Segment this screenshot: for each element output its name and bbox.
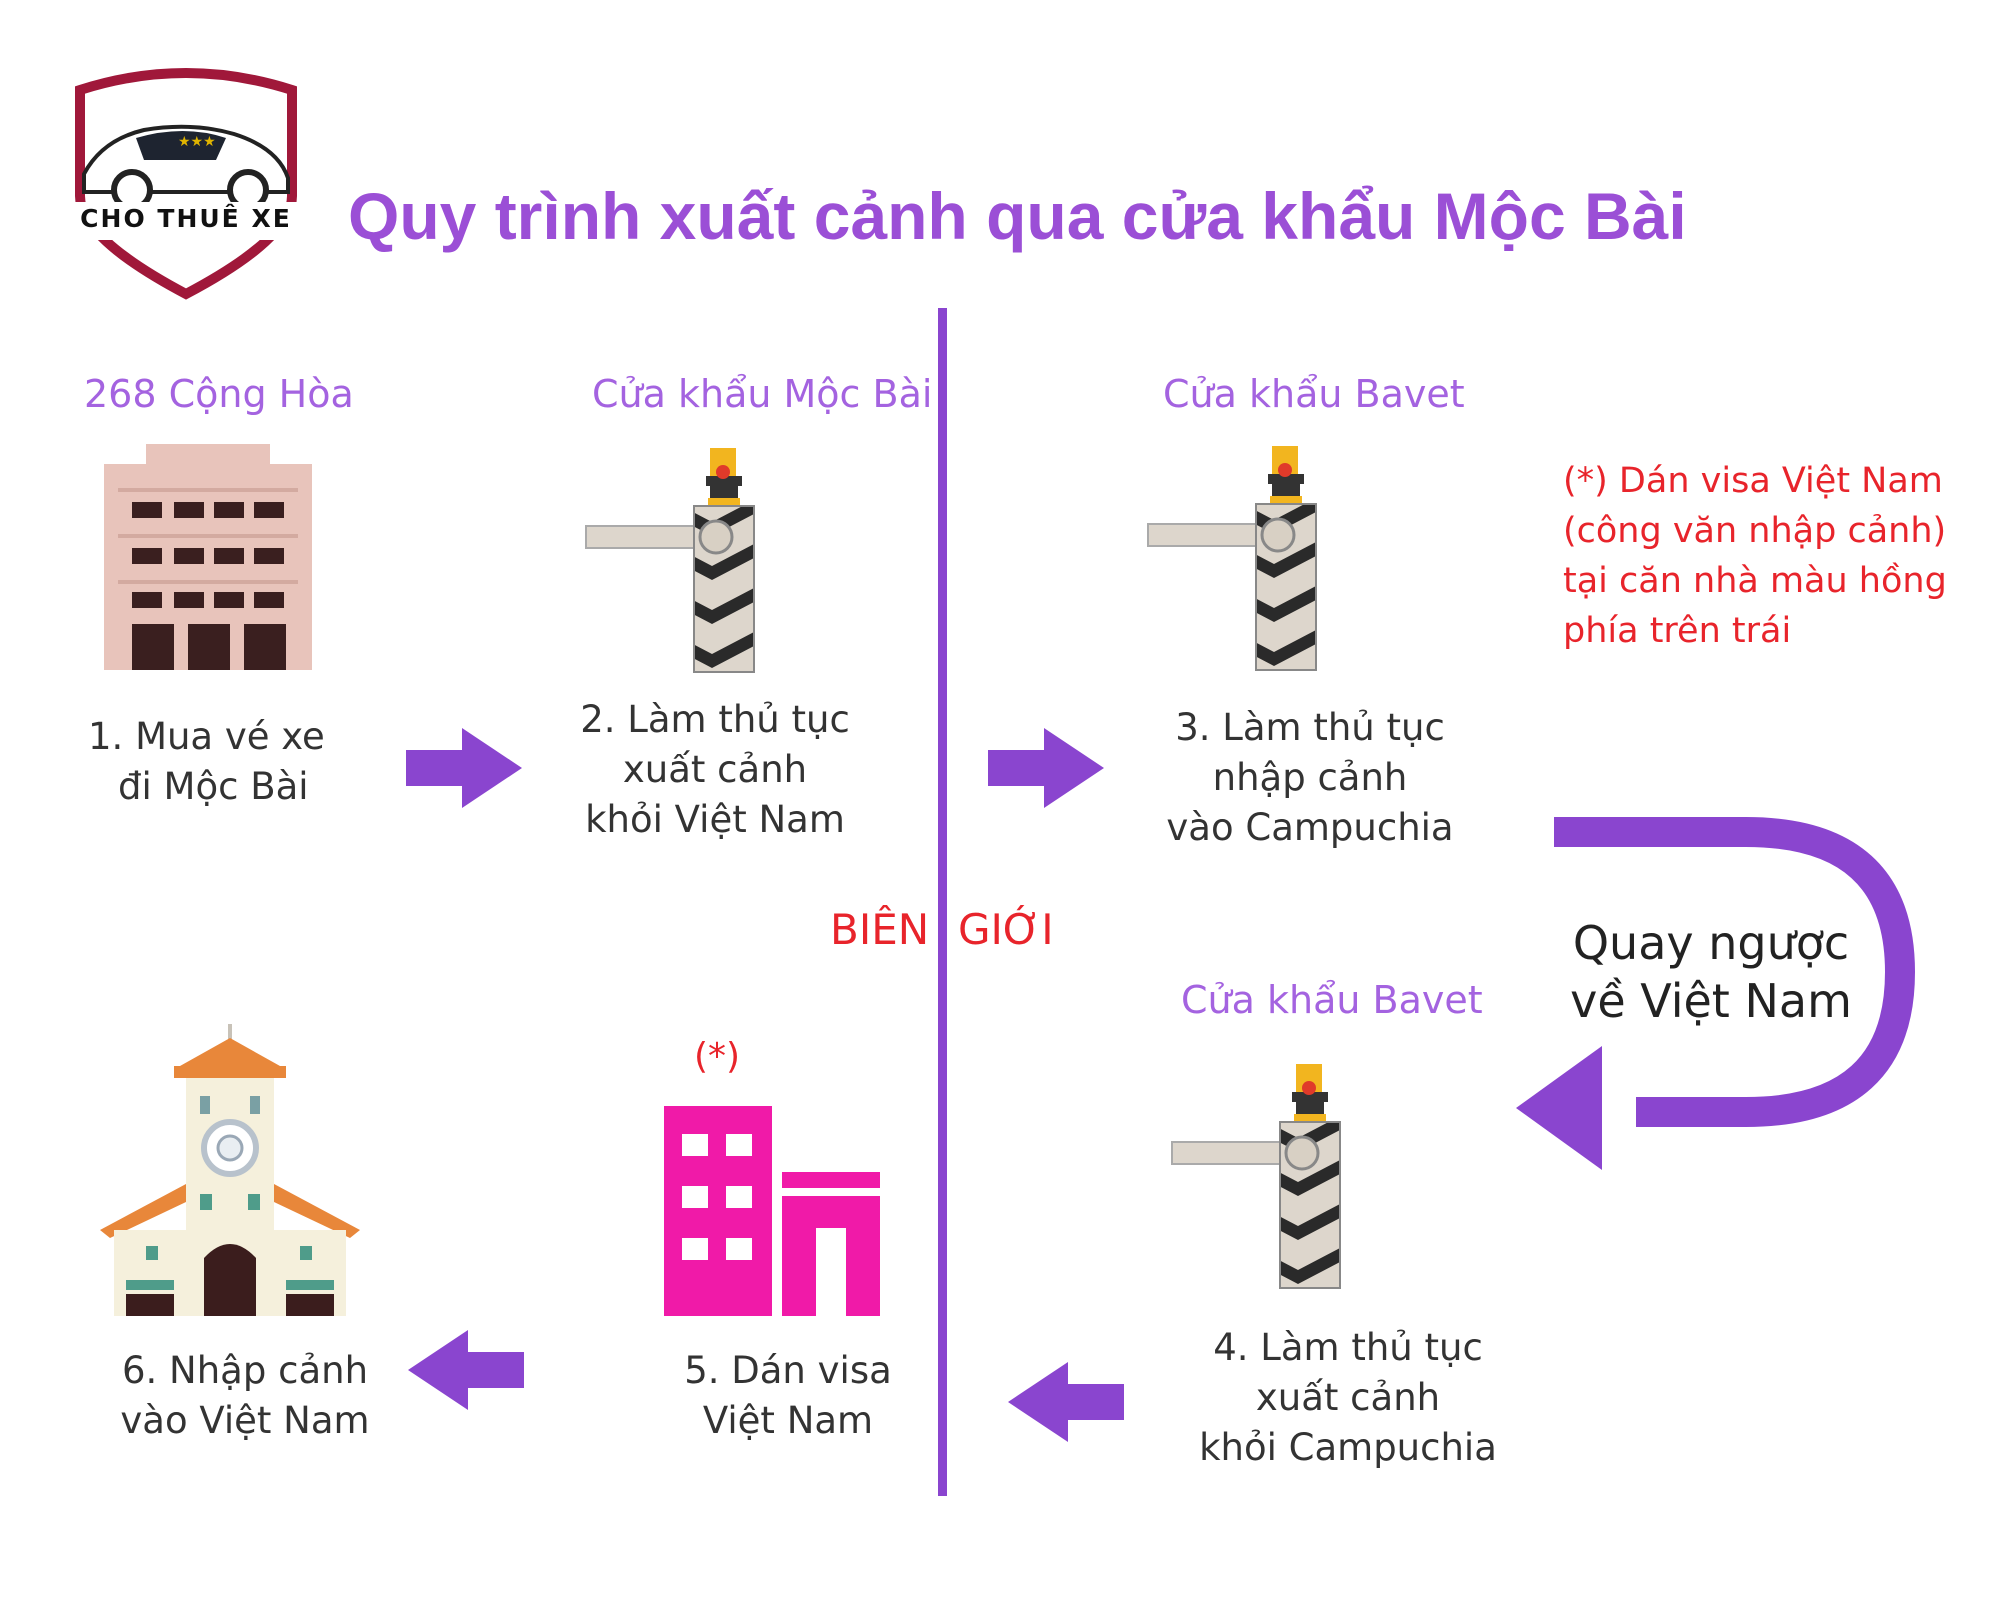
brand-logo: ★★★ CHO THUÊ XE bbox=[66, 68, 306, 300]
step-3-label: 3. Làm thủ tục nhập cảnh vào Campuchia bbox=[1166, 706, 1454, 849]
pink-building-icon bbox=[664, 1106, 880, 1320]
office-building-icon bbox=[104, 444, 312, 674]
step-2-label: 2. Làm thủ tục xuất cảnh khỏi Việt Nam bbox=[580, 698, 850, 841]
place-mocbai: Cửa khẩu Mộc Bài bbox=[592, 372, 933, 416]
border-barrier-icon bbox=[1171, 1064, 1392, 1294]
border-barrier-icon bbox=[585, 448, 806, 678]
place-origin: 268 Cộng Hòa bbox=[84, 372, 354, 416]
arrow-right-icon bbox=[406, 728, 522, 812]
border-line bbox=[938, 308, 947, 1496]
visa-asterisk: (*) bbox=[694, 1036, 741, 1077]
arrow-left-icon bbox=[408, 1330, 524, 1414]
step-4-label: 4. Làm thủ tục xuất cảnh khỏi Campuchia bbox=[1199, 1326, 1497, 1469]
arrow-left-icon bbox=[1008, 1362, 1124, 1446]
u-turn-label: Quay ngược về Việt Nam bbox=[1570, 916, 1852, 1028]
border-barrier-icon bbox=[1147, 446, 1368, 676]
visa-note: (*) Dán visa Việt Nam (công văn nhập cản… bbox=[1563, 461, 1947, 651]
u-turn-arrow-icon bbox=[1516, 812, 1922, 1170]
arrow-right-icon bbox=[988, 728, 1104, 812]
market-hall-icon bbox=[100, 1024, 360, 1320]
car-logo-icon: ★★★ bbox=[70, 68, 302, 300]
place-bavet-in: Cửa khẩu Bavet bbox=[1163, 372, 1465, 416]
border-label-left: BIÊN bbox=[830, 905, 930, 954]
step-5-label: 5. Dán visa Việt Nam bbox=[684, 1349, 892, 1442]
border-label-right: GIỚI bbox=[958, 905, 1054, 954]
step-1-label: 1. Mua vé xe đi Mộc Bài bbox=[88, 715, 325, 808]
place-bavet-out: Cửa khẩu Bavet bbox=[1181, 978, 1483, 1022]
logo-text: CHO THUÊ XE bbox=[80, 204, 292, 233]
svg-text:★★★: ★★★ bbox=[178, 134, 216, 150]
step-6-label: 6. Nhập cảnh vào Việt Nam bbox=[120, 1349, 370, 1442]
page-title: Quy trình xuất cảnh qua cửa khẩu Mộc Bài bbox=[348, 179, 1687, 253]
